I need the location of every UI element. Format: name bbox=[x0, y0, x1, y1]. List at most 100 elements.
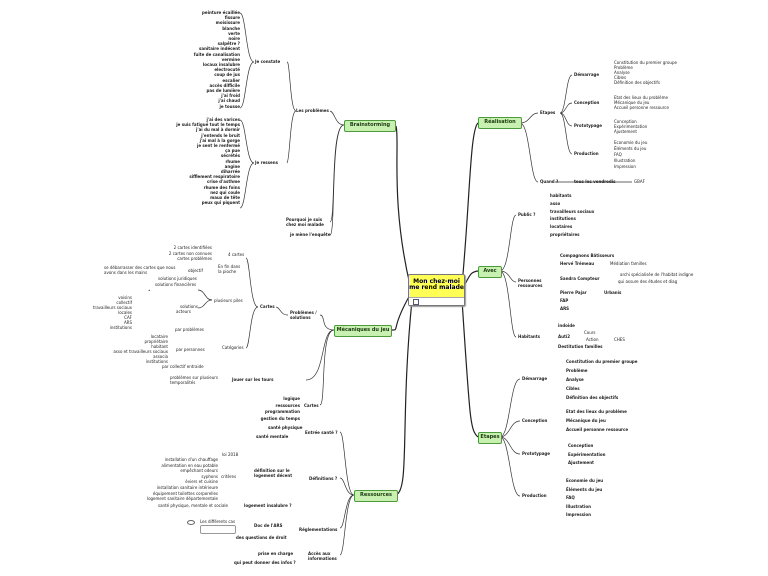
ressens-item[interactable]: j'ai du mal à dormir bbox=[196, 127, 240, 133]
node-acces[interactable]: Accès aux informations bbox=[308, 551, 337, 561]
real-production-item[interactable]: Impression bbox=[614, 164, 636, 169]
etapes-production-item[interactable]: Impression bbox=[566, 512, 591, 517]
real-prototypage-item[interactable]: Conception bbox=[614, 119, 637, 124]
central-topic[interactable]: Mon chez-moi me rend malade bbox=[408, 274, 465, 306]
ressens-item[interactable]: ça pue bbox=[225, 148, 240, 154]
etapes-prototypage-item[interactable]: Expérimentation bbox=[568, 451, 606, 457]
personnes-item[interactable]: propriétaire bbox=[144, 339, 168, 344]
criteres-item[interactable]: installation d'un chauffage bbox=[164, 457, 218, 462]
node-acteurs[interactable]: acteurs bbox=[176, 309, 191, 314]
constate-item[interactable]: vermine bbox=[221, 56, 240, 62]
cartes2-item[interactable]: ressources bbox=[275, 402, 300, 408]
node-objectif[interactable]: objectif bbox=[188, 268, 203, 273]
node-criteres[interactable]: critères bbox=[221, 474, 237, 479]
node-insalubre[interactable]: logement insalubre ? bbox=[244, 503, 292, 508]
real-demarrage-item[interactable]: Analyse bbox=[614, 70, 630, 75]
node-indoide[interactable]: indoide bbox=[558, 323, 575, 328]
topic-ressources[interactable]: Ressources bbox=[354, 490, 398, 502]
node-problemes-temporalite[interactable]: problèmes sur plusieurs temporalités bbox=[170, 375, 219, 385]
criteres-item[interactable]: installation sanitaire intérieure bbox=[156, 485, 218, 490]
real-production-item[interactable]: Economie du jeu bbox=[614, 140, 648, 145]
constate-item[interactable]: coup de jus bbox=[214, 72, 240, 78]
node-cours[interactable]: Cours bbox=[584, 330, 596, 335]
node-compagnons[interactable]: Compagnons Bâtisseurs bbox=[560, 253, 615, 258]
ressens-item[interactable]: j'ai mal à la gorge bbox=[199, 137, 240, 143]
node-sandra-detail2[interactable]: qui assure des études et diag bbox=[618, 279, 678, 284]
ressens-item[interactable]: nez qui coule bbox=[210, 189, 240, 195]
node-categories[interactable]: Catégories bbox=[222, 345, 244, 350]
real-demarrage-item[interactable]: Problème bbox=[614, 65, 633, 70]
node-tous-les[interactable]: tous les vendredis bbox=[574, 179, 616, 184]
node-sandra[interactable]: Sandra Compteur bbox=[560, 276, 600, 281]
real-demarrage-item[interactable]: Définition des objectifs bbox=[614, 80, 660, 85]
node-je-ressens[interactable]: Je ressens bbox=[255, 160, 278, 165]
node-destitution[interactable]: Destitution familles bbox=[558, 344, 603, 349]
etapes-production-item[interactable]: Illustration bbox=[566, 503, 591, 509]
cartes-item[interactable]: 2 cartes identifiées bbox=[173, 245, 212, 250]
personnes-item[interactable]: locataire bbox=[150, 334, 168, 339]
real-conception-item[interactable]: Mécanique du jeu bbox=[614, 100, 650, 105]
criteres-item[interactable]: équipement toilettes corporelles bbox=[152, 490, 218, 496]
etapes-production-item[interactable]: Éléments du jeu bbox=[566, 486, 603, 492]
constate-item[interactable]: moisissure bbox=[215, 20, 240, 26]
public-item[interactable]: institutions bbox=[550, 216, 576, 222]
ressens-item[interactable]: je suis fatigué tout le temps bbox=[176, 122, 240, 128]
node-questions[interactable]: des questions de droit bbox=[236, 535, 287, 540]
constate-item[interactable]: fissure bbox=[224, 15, 240, 21]
node-entree[interactable]: Entrée santé ? bbox=[305, 430, 338, 435]
etapes-demarrage-item[interactable]: Définition des objectifs bbox=[566, 395, 619, 400]
criteres-item[interactable]: syphons bbox=[201, 473, 218, 479]
node-real-etapes[interactable]: Etapes bbox=[540, 110, 556, 115]
ressens-item[interactable]: sécrétés bbox=[220, 153, 240, 159]
node-solutions-juridiques[interactable]: solutions juridiques bbox=[158, 276, 197, 281]
topic-realisation[interactable]: Réalisation bbox=[478, 117, 522, 129]
real-conception-item[interactable]: Etat des lieux du problème bbox=[614, 95, 668, 100]
acteurs-item[interactable]: ARS bbox=[123, 320, 132, 325]
node-definitions[interactable]: Définitions ? bbox=[309, 476, 338, 481]
node-etapes-conception[interactable]: Conception bbox=[522, 418, 548, 423]
ressens-item[interactable]: je sent le renfermé bbox=[196, 143, 240, 148]
ressens-item[interactable]: peux qui piquent bbox=[201, 200, 240, 206]
node-real-production[interactable]: Production bbox=[574, 151, 599, 156]
personnes-item[interactable]: habitant bbox=[151, 344, 168, 349]
constate-item[interactable]: electrocuté bbox=[214, 67, 240, 73]
ressens-item[interactable]: diharrée bbox=[220, 169, 240, 174]
ressens-item[interactable]: j'entends le bruit bbox=[201, 132, 240, 138]
node-sante-physique[interactable]: santé physique bbox=[268, 425, 303, 430]
ressens-item[interactable]: rhume des foins bbox=[203, 184, 240, 190]
node-en-fin[interactable]: En fin dans la pioche bbox=[218, 264, 241, 274]
ressens-item[interactable]: angine bbox=[224, 163, 240, 169]
node-auti[interactable]: Auti2 bbox=[558, 334, 571, 339]
etapes-demarrage-item[interactable]: Problème bbox=[566, 368, 588, 373]
real-production-item[interactable]: FAQ bbox=[614, 152, 622, 157]
etapes-production-item[interactable]: FAQ bbox=[566, 495, 575, 500]
public-item[interactable]: propriétaires bbox=[550, 232, 580, 237]
node-enquete[interactable]: je mène l'enquête bbox=[290, 232, 331, 237]
node-cartes2[interactable]: Cartes bbox=[304, 403, 319, 408]
node-differents[interactable]: Les différents cas bbox=[200, 519, 236, 524]
node-par-collectif[interactable]: par collectif entraide bbox=[162, 364, 204, 369]
acteurs-item[interactable]: CAF bbox=[124, 315, 132, 320]
node-4-cartes[interactable]: 4 cartes bbox=[228, 252, 245, 257]
acteurs-item[interactable]: locales bbox=[118, 310, 132, 315]
eye-icon[interactable] bbox=[187, 520, 195, 525]
criteres-item[interactable]: éviers et cuisine bbox=[185, 479, 218, 485]
node-real-demarrage[interactable]: Démarrage bbox=[574, 72, 600, 77]
criteres-item[interactable]: empêchant odeurs bbox=[180, 468, 218, 474]
topic-avec[interactable]: Avec bbox=[478, 266, 502, 278]
ressens-item[interactable]: sifflement respiratoire bbox=[189, 174, 240, 180]
public-item[interactable]: travailleurs sociaux bbox=[550, 208, 595, 214]
personnes-item[interactable]: institutions bbox=[145, 359, 168, 364]
real-production-item[interactable]: Illustration bbox=[614, 158, 636, 163]
node-loi[interactable]: loi 2018 bbox=[222, 452, 239, 457]
node-objectif-text[interactable]: se débarrasser des cartes que nous avons… bbox=[104, 265, 176, 275]
real-conception-item[interactable]: Accueil personne ressource bbox=[614, 105, 669, 110]
constate-item[interactable]: locaux insalubre bbox=[202, 62, 240, 67]
constate-item[interactable]: sanitaire indécent bbox=[199, 46, 240, 52]
etapes-conception-item[interactable]: Etat des lieux du problème bbox=[566, 409, 627, 414]
etapes-prototypage-item[interactable]: Ajustement bbox=[568, 460, 594, 465]
node-par-personnes[interactable]: par personnes bbox=[176, 347, 205, 352]
constate-item[interactable]: verte bbox=[228, 30, 240, 36]
node-personnes[interactable]: Personnes ressources bbox=[518, 278, 543, 288]
node-reglementations[interactable]: Réglementations bbox=[299, 527, 338, 532]
